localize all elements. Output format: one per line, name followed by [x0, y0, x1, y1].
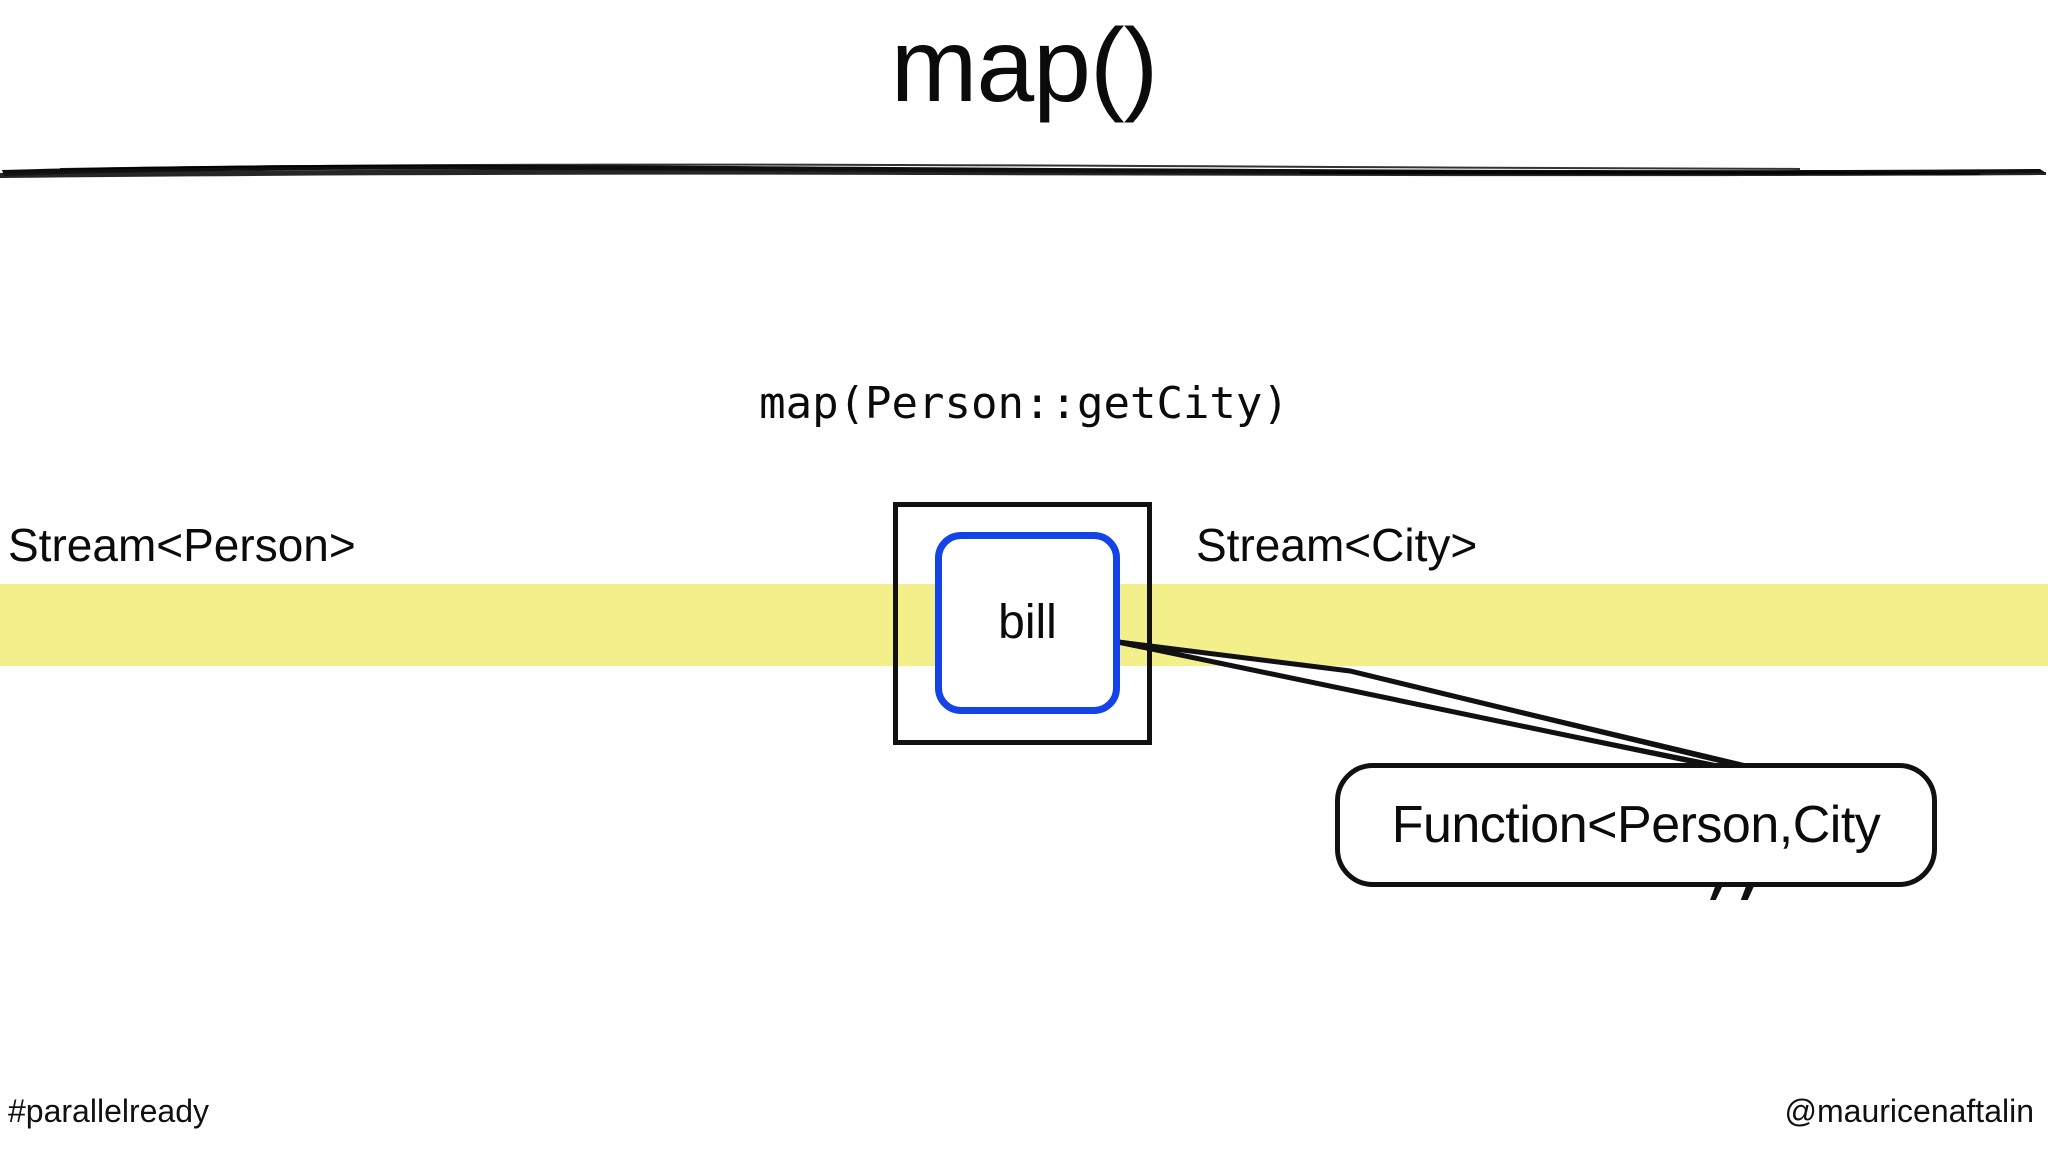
output-stream-label: Stream<City>: [1196, 519, 1478, 571]
footer-hashtag: #parallelready: [8, 1093, 210, 1129]
stream-element-frame: [893, 502, 1152, 745]
code-expression: map(Person::getCity): [759, 378, 1289, 429]
stream-element-label: bill: [998, 596, 1057, 649]
callout-box: Function<Person,City: [1335, 763, 1937, 887]
stream-element-chip: bill: [935, 532, 1120, 714]
title-divider-rule: [0, 163, 2046, 178]
callout-label: Function<Person,City: [1391, 796, 1881, 854]
input-stream-label: Stream<Person>: [8, 519, 356, 571]
page-title: map(): [890, 8, 1159, 124]
footer-handle: @mauricenaftalin: [1784, 1093, 2034, 1129]
